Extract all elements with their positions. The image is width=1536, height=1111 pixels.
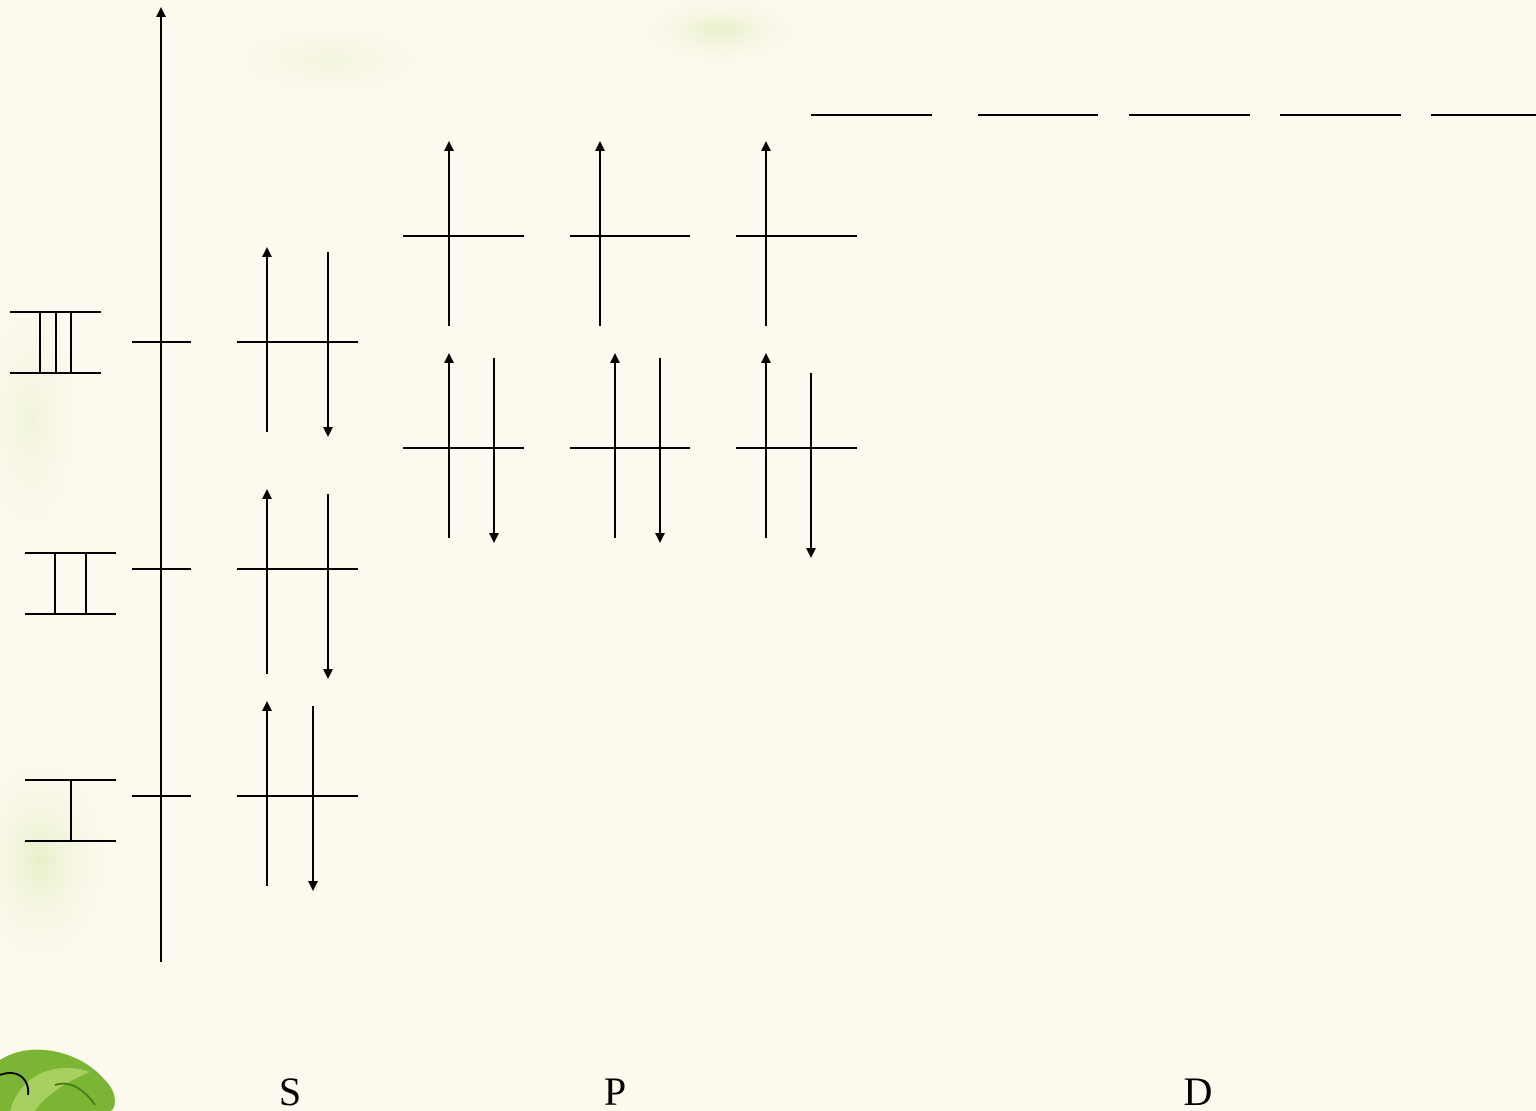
orbital-2p-x xyxy=(403,358,524,538)
subshell-label-p: P xyxy=(604,1069,626,1111)
orbital-3p-x xyxy=(403,146,524,326)
subshell-label-d: D xyxy=(1184,1069,1213,1111)
orbital-2p-z xyxy=(736,358,857,553)
orbital-1s xyxy=(237,706,358,886)
orbital-2s xyxy=(237,494,358,674)
orbital-3p-z xyxy=(736,146,857,326)
orbital-2p-y xyxy=(570,358,690,538)
orbital-3s xyxy=(237,252,358,432)
orbital-3p-y xyxy=(570,146,690,326)
subshell-label-s: S xyxy=(279,1069,301,1111)
leaf-corner-icon xyxy=(0,1050,115,1111)
shell-label-2 xyxy=(25,553,116,614)
background-leaves-decoration xyxy=(0,0,810,980)
